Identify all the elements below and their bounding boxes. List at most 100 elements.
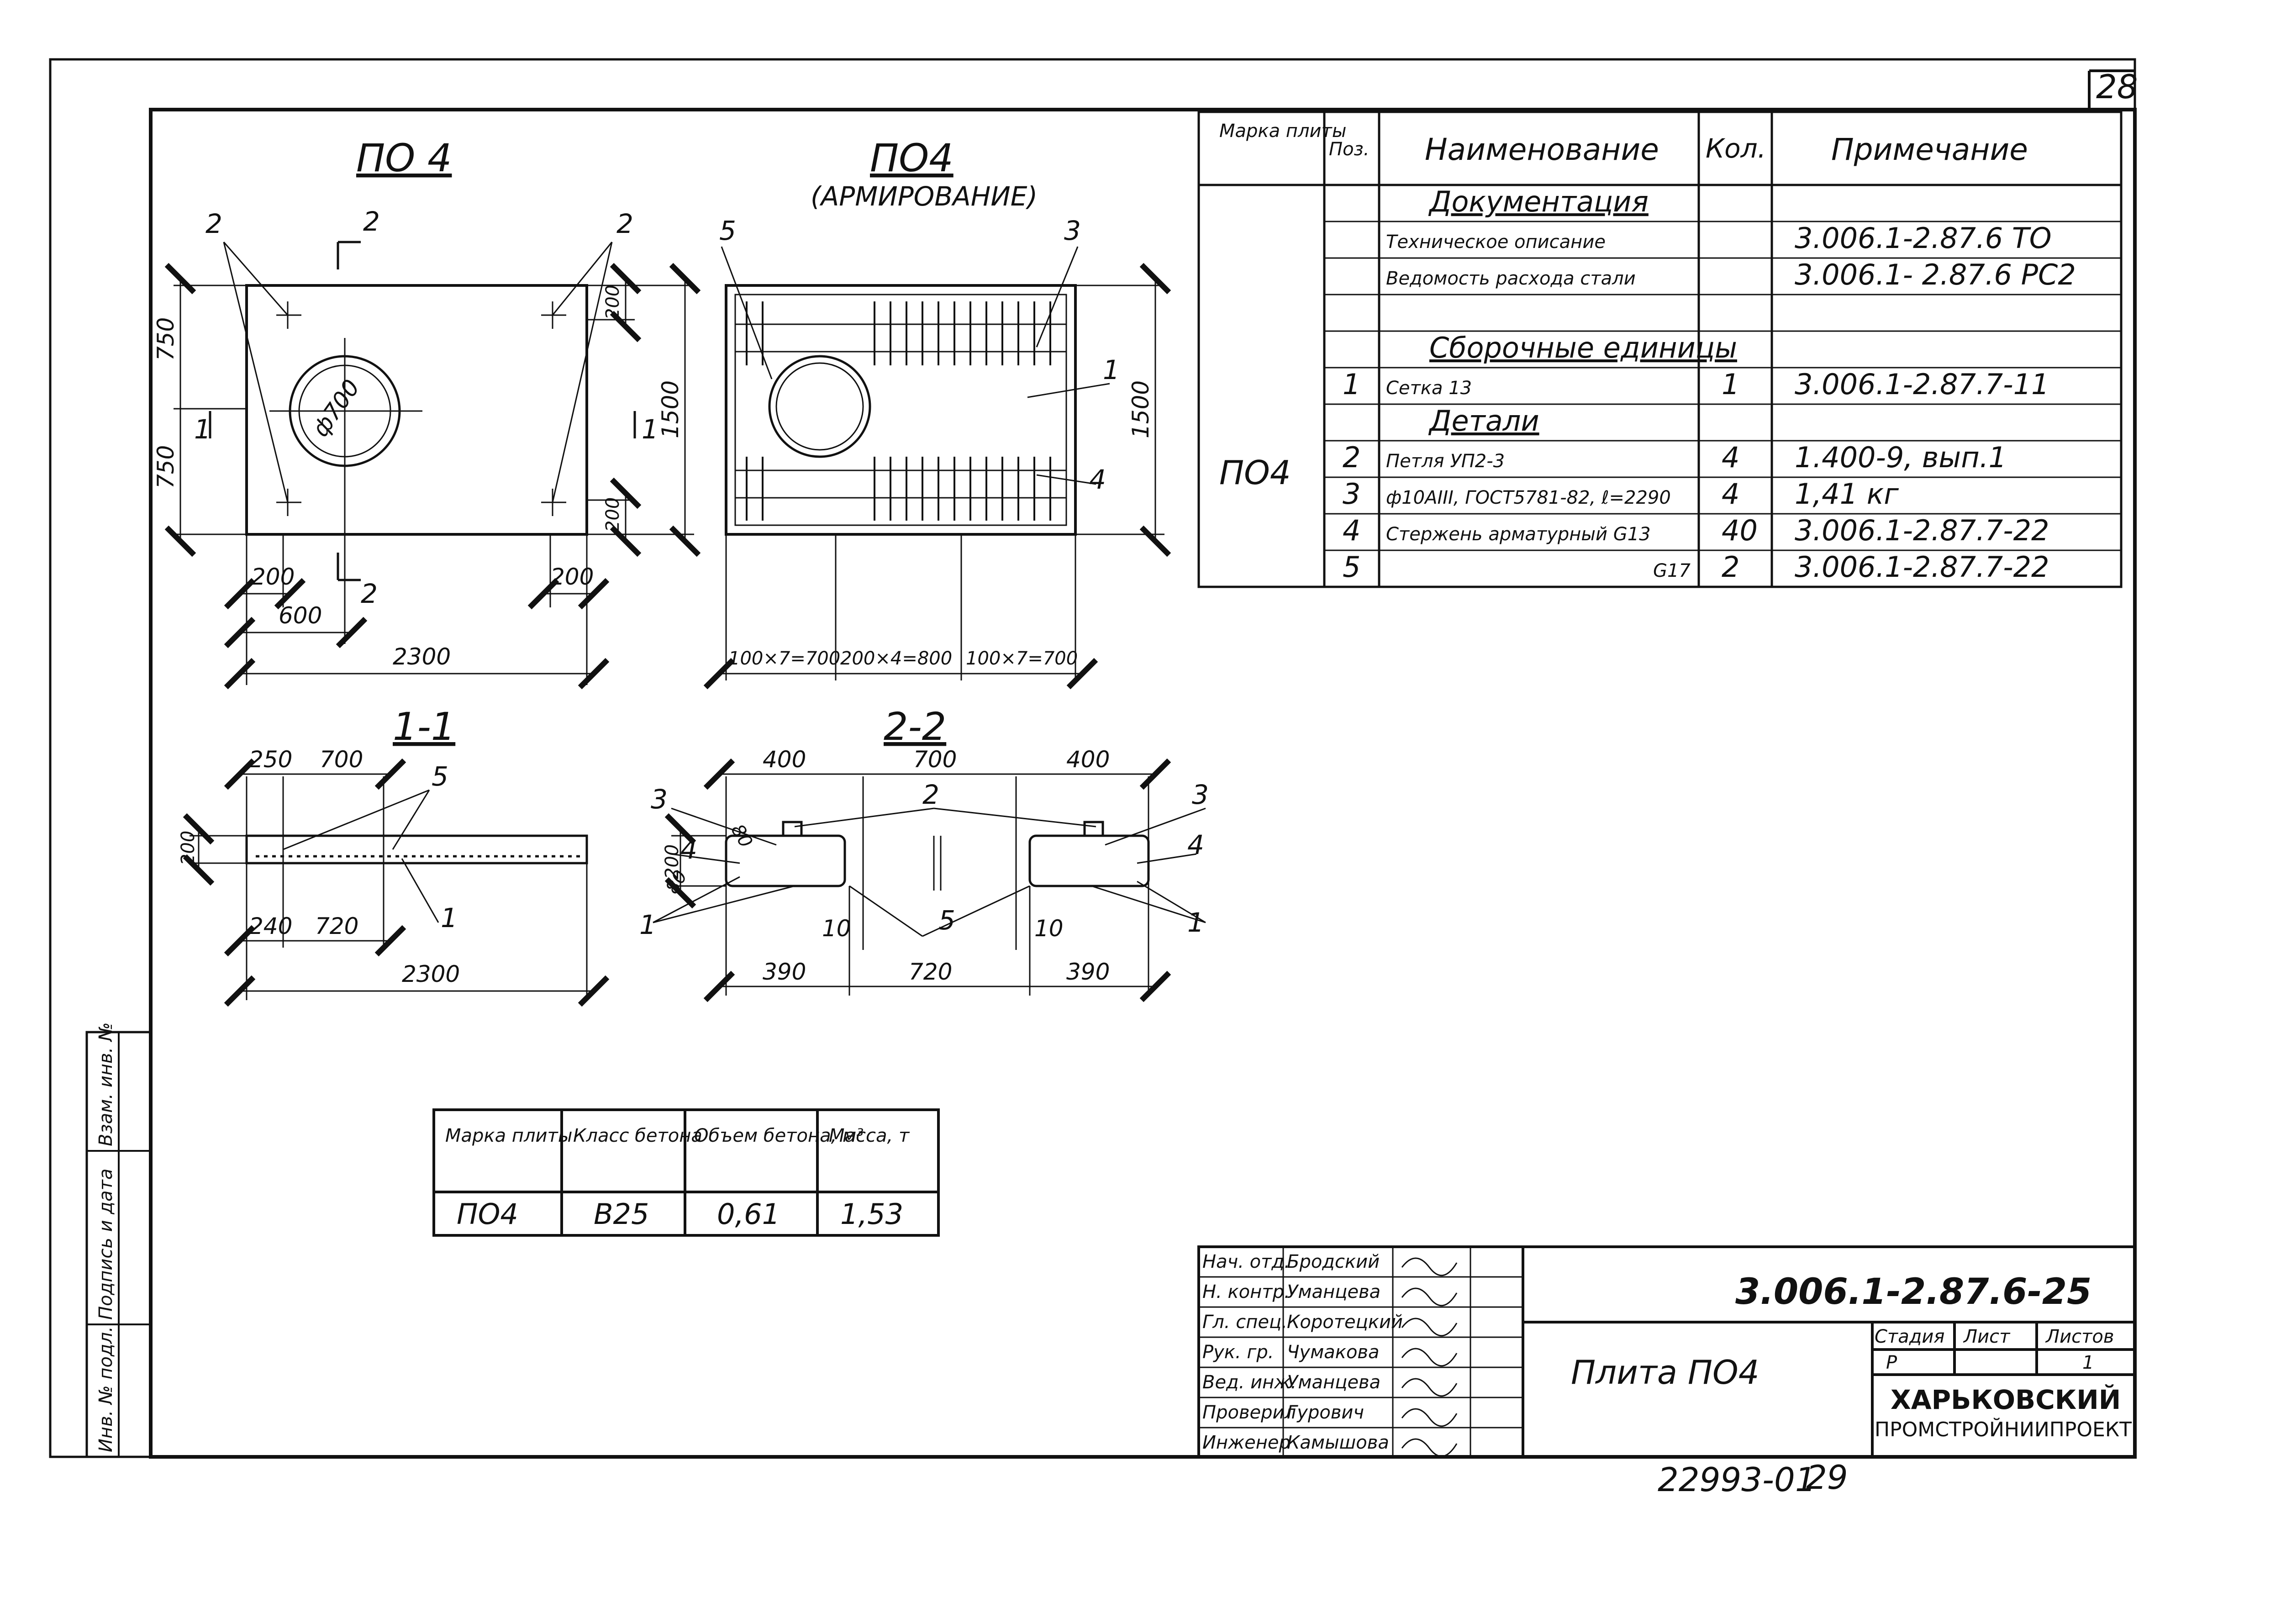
concrete-value: В25: [594, 1197, 649, 1231]
concrete-value: 1,53: [840, 1197, 903, 1231]
staff-name: Бродский: [1287, 1251, 1380, 1272]
staff-role: Гл. спец.: [1202, 1312, 1287, 1333]
dim-1500: 1500: [657, 380, 684, 438]
mark-2-top-left: 2: [205, 208, 222, 239]
dim-reinf-1500: 1500: [1127, 380, 1154, 438]
signature: [1401, 1318, 1458, 1337]
dim-10-left: 10: [822, 915, 851, 942]
dim-80-top: 80: [727, 821, 756, 851]
mark-5-reinf: 5: [719, 215, 736, 246]
spec-header-pos: Поз.: [1329, 139, 1370, 160]
concrete-header: Класс бетона: [573, 1125, 702, 1146]
dim-2300: 2300: [393, 643, 451, 670]
spec-brand: ПО4: [1219, 453, 1291, 492]
org-line2: ПРОМСТРОЙНИИПРОЕКТ: [1875, 1417, 2132, 1441]
spec-row-qty: 4: [1722, 441, 1739, 474]
staff-role: Н. контр.: [1202, 1281, 1290, 1302]
mark-1-right: 1: [642, 414, 658, 445]
spec-row-name: Сетка 13: [1386, 378, 1472, 399]
plan-title: ПО 4: [356, 136, 452, 180]
sheet-number: 28: [2096, 68, 2138, 106]
mark-3-reinf: 3: [1064, 215, 1081, 246]
dim-250: 250: [249, 746, 292, 773]
signature: [1401, 1408, 1458, 1427]
dim-700-s11: 700: [320, 746, 363, 773]
mark-2-top-section: 2: [363, 206, 380, 237]
dim-200-left: 200: [251, 564, 295, 590]
signature: [1401, 1257, 1458, 1276]
signature: [1401, 1438, 1458, 1457]
side-stamp: Инв. № подл. Подпись и дата Взам. инв. №: [85, 1022, 152, 1458]
concrete-value: ПО4: [457, 1197, 518, 1231]
bottom-archive-number: 22993-01: [1658, 1461, 1816, 1499]
reinf-title: ПО4: [870, 136, 953, 180]
mark-2-s22: 2: [922, 779, 939, 810]
spec-table: Марка плиты Поз. Наименование Кол. Приме…: [1197, 111, 2123, 588]
stage-value: Р: [1886, 1352, 1897, 1373]
spec-header-qty: Кол.: [1706, 133, 1766, 164]
sheets-label: Листов: [2045, 1326, 2114, 1347]
spec-row-note: 3.006.1-2.87.7-11: [1795, 368, 2049, 401]
mark-1-s22-left: 1: [639, 909, 656, 940]
spec-row-qty: 1: [1722, 368, 1739, 401]
sec11-title: 1-1: [393, 704, 455, 749]
spec-row-note: 3.006.1-2.87.7-22: [1795, 550, 2049, 584]
mark-1-s22-right: 1: [1187, 907, 1204, 938]
spec-row-note: 3.006.1- 2.87.6 РС2: [1795, 258, 2076, 291]
staff-role: Инженер: [1202, 1432, 1291, 1453]
mark-5-s11: 5: [432, 761, 448, 792]
dim-390-right: 390: [1066, 959, 1110, 985]
mark-1-reinf: 1: [1103, 354, 1120, 385]
dim-200-s11: 200: [178, 831, 199, 865]
dim-400-left: 400: [763, 746, 806, 773]
stage-label: Стадия: [1875, 1326, 1944, 1347]
sheet-frame: [49, 58, 2137, 1459]
spec-row-note: 3.006.1-2.87.7-22: [1795, 514, 2049, 547]
mark-1-s11: 1: [441, 902, 458, 933]
spec-row-pos: 1: [1343, 368, 1360, 401]
spec-row-pos: 3: [1343, 477, 1360, 511]
spec-row-name: Техническое описание: [1386, 232, 1606, 253]
mark-4-s22-left: 4: [680, 834, 697, 865]
dim-100x7-right: 100×7=700: [966, 648, 1078, 669]
staff-role: Вед. инж.: [1202, 1372, 1296, 1393]
spec-row-note: 3.006.1-2.87.6 ТО: [1795, 221, 2052, 255]
dim-750-top: 750: [153, 317, 179, 361]
plan-view: ПО 4 2 2 2 2 1 1 750 750 1500 200: [153, 136, 701, 690]
signature: [1401, 1378, 1458, 1397]
spec-row-name: Детали: [1428, 404, 1539, 438]
dim-240: 240: [249, 913, 292, 939]
staff-role: Рук. гр.: [1202, 1342, 1274, 1363]
dim-200-bottom: 200: [602, 497, 623, 532]
spec-row-name: Стержень арматурный G13: [1386, 524, 1651, 545]
item-title: Плита ПО4: [1571, 1353, 1759, 1392]
sheets-value: 1: [2082, 1352, 2094, 1373]
signature: [1401, 1348, 1458, 1367]
side-stamp-replace: Взам. инв. №: [95, 1022, 116, 1146]
dim-400-right: 400: [1066, 746, 1110, 773]
staff-name: Гурович: [1287, 1402, 1364, 1423]
spec-row-name: Документация: [1428, 185, 1649, 218]
dim-200-s22: 200: [662, 844, 683, 879]
dim-2300-s11: 2300: [402, 961, 460, 987]
side-stamp-sign: Подпись и дата: [95, 1169, 116, 1320]
mark-1-left: 1: [194, 414, 211, 445]
dim-600: 600: [279, 602, 322, 629]
concrete-header: Масса, т: [829, 1125, 910, 1146]
dim-200x4: 200×4=800: [840, 648, 952, 669]
spec-row-qty: 2: [1722, 550, 1739, 584]
sheet-label: Лист: [1963, 1326, 2011, 1347]
spec-row-name: G17: [1653, 560, 1691, 581]
mark-4-reinf: 4: [1089, 464, 1106, 495]
dim-700-s22: 700: [913, 746, 957, 773]
spec-header-note: Примечание: [1831, 132, 2028, 167]
bottom-page-number: 29: [1806, 1458, 1848, 1497]
side-stamp-inv: Инв. № подл.: [95, 1326, 116, 1452]
reinforcement-view: ПО4 (АРМИРОВАНИЕ) 5 3 1 4 1500 100×7=700…: [703, 136, 1171, 690]
concrete-value: 0,61: [717, 1197, 780, 1231]
signature: [1401, 1287, 1458, 1307]
spec-row-note: 1.400-9, вып.1: [1795, 441, 2007, 474]
dim-200-right: 200: [550, 564, 594, 590]
